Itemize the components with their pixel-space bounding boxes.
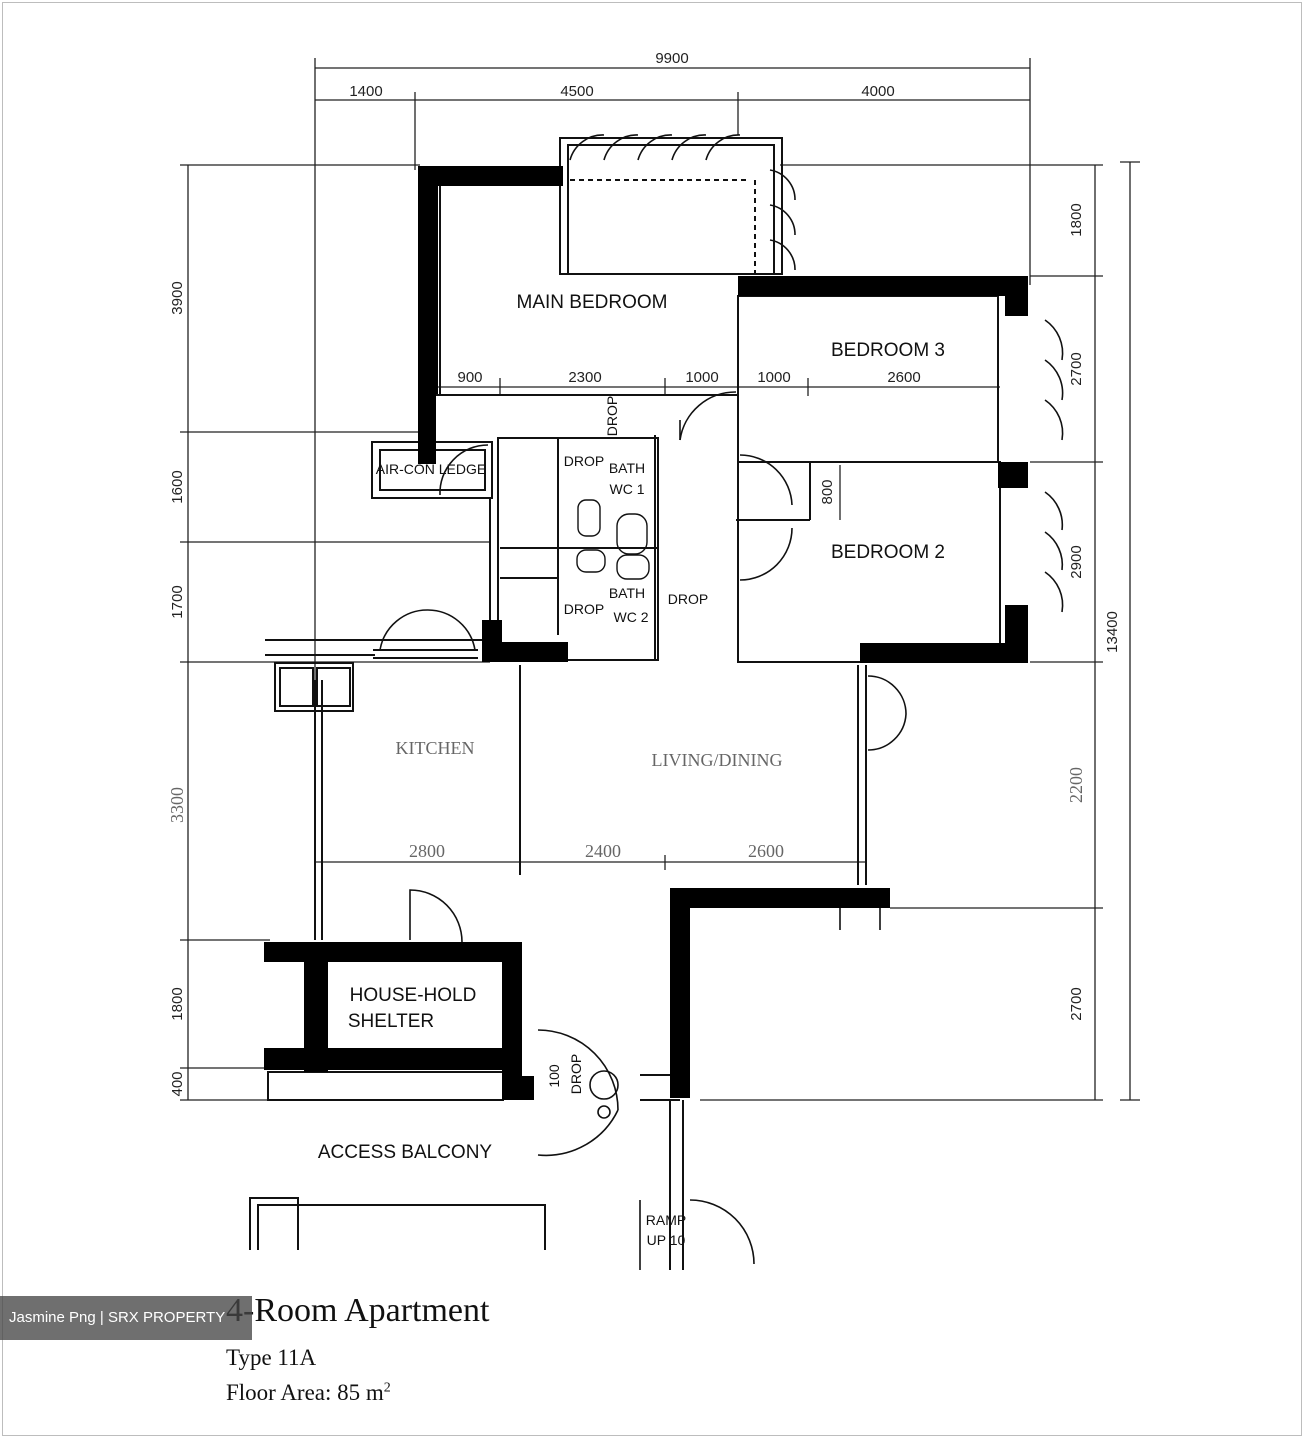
dim-door-800: 800 (819, 479, 836, 504)
dim-mid-5: 2600 (887, 369, 920, 386)
dim-right-2: 2700 (1068, 352, 1085, 385)
room-bedroom-2: BEDROOM 2 (831, 542, 945, 563)
room-household-shelter-1: HOUSE-HOLD (350, 985, 477, 1006)
drop-label-2: DROP (564, 601, 604, 617)
dimension-lines (180, 58, 1140, 1101)
drop-label-5: DROP (568, 1054, 584, 1094)
dim-left-1: 3900 (169, 281, 186, 314)
dim-mid-3: 1000 (685, 369, 718, 386)
room-bath-1: BATH (609, 460, 645, 476)
room-wc-2: WC 2 (614, 609, 649, 625)
dim-top-1: 1400 (349, 83, 382, 100)
room-bath-2: BATH (609, 585, 645, 601)
dim-left-4: 1800 (169, 987, 186, 1020)
room-household-shelter-2: SHELTER (348, 1011, 434, 1032)
drop-label-4: DROP (604, 396, 620, 436)
room-aircon-ledge: AIR-CON LEDGE (376, 461, 486, 477)
dim-left-5: 400 (169, 1071, 186, 1096)
room-living-dining: LIVING/DINING (652, 750, 783, 770)
access-balcony-label: ACCESS BALCONY (318, 1142, 493, 1163)
dim-top-3: 4000 (861, 83, 894, 100)
room-wc-1: WC 1 (610, 481, 645, 497)
plan-title: 4-Room Apartment (226, 1292, 490, 1329)
room-bedroom-3: BEDROOM 3 (831, 340, 945, 361)
ramp-label-2: UP 10 (647, 1232, 686, 1248)
structural-walls (264, 166, 1028, 1100)
toilet-fixtures (576, 499, 650, 580)
watermark-banner: Jasmine Png | SRX PROPERTY (0, 1296, 252, 1340)
dim-mid-4: 1000 (757, 369, 790, 386)
room-main-bedroom: MAIN BEDROOM (517, 292, 668, 313)
plan-type: Type 11A (226, 1345, 317, 1370)
drop-label-3: DROP (668, 591, 708, 607)
dim-right-1: 1800 (1068, 203, 1085, 236)
dim-left-2: 1600 (169, 470, 186, 503)
interior-walls (249, 137, 1001, 1270)
dim-right-3: 2900 (1068, 545, 1085, 578)
dim-mid-2: 2300 (568, 369, 601, 386)
dim-living-3: 2600 (748, 841, 784, 861)
floor-area-text: Floor Area: 85 m (226, 1380, 384, 1405)
dim-right-total: 13400 (1104, 611, 1121, 653)
drop-100-label: 100 (546, 1064, 562, 1088)
dim-living-1: 2800 (409, 841, 445, 861)
dim-top-2: 4500 (560, 83, 593, 100)
dim-mid-1: 900 (457, 369, 482, 386)
drop-label-1: DROP (564, 453, 604, 469)
ramp-label-1: RAMP (646, 1212, 686, 1228)
plan-floor-area: Floor Area: 85 m2 (226, 1380, 391, 1406)
floor-area-sup: 2 (383, 1380, 391, 1396)
dim-left-blurred: 3300 (167, 787, 187, 823)
room-kitchen: KITCHEN (396, 738, 475, 758)
dim-left-3: 1700 (169, 585, 186, 618)
dim-right-4: 2700 (1068, 987, 1085, 1020)
door-swings (379, 134, 1064, 1270)
dim-top-total: 9900 (655, 50, 688, 67)
dim-right-blurred: 2200 (1066, 767, 1086, 803)
dim-living-2: 2400 (585, 841, 621, 861)
